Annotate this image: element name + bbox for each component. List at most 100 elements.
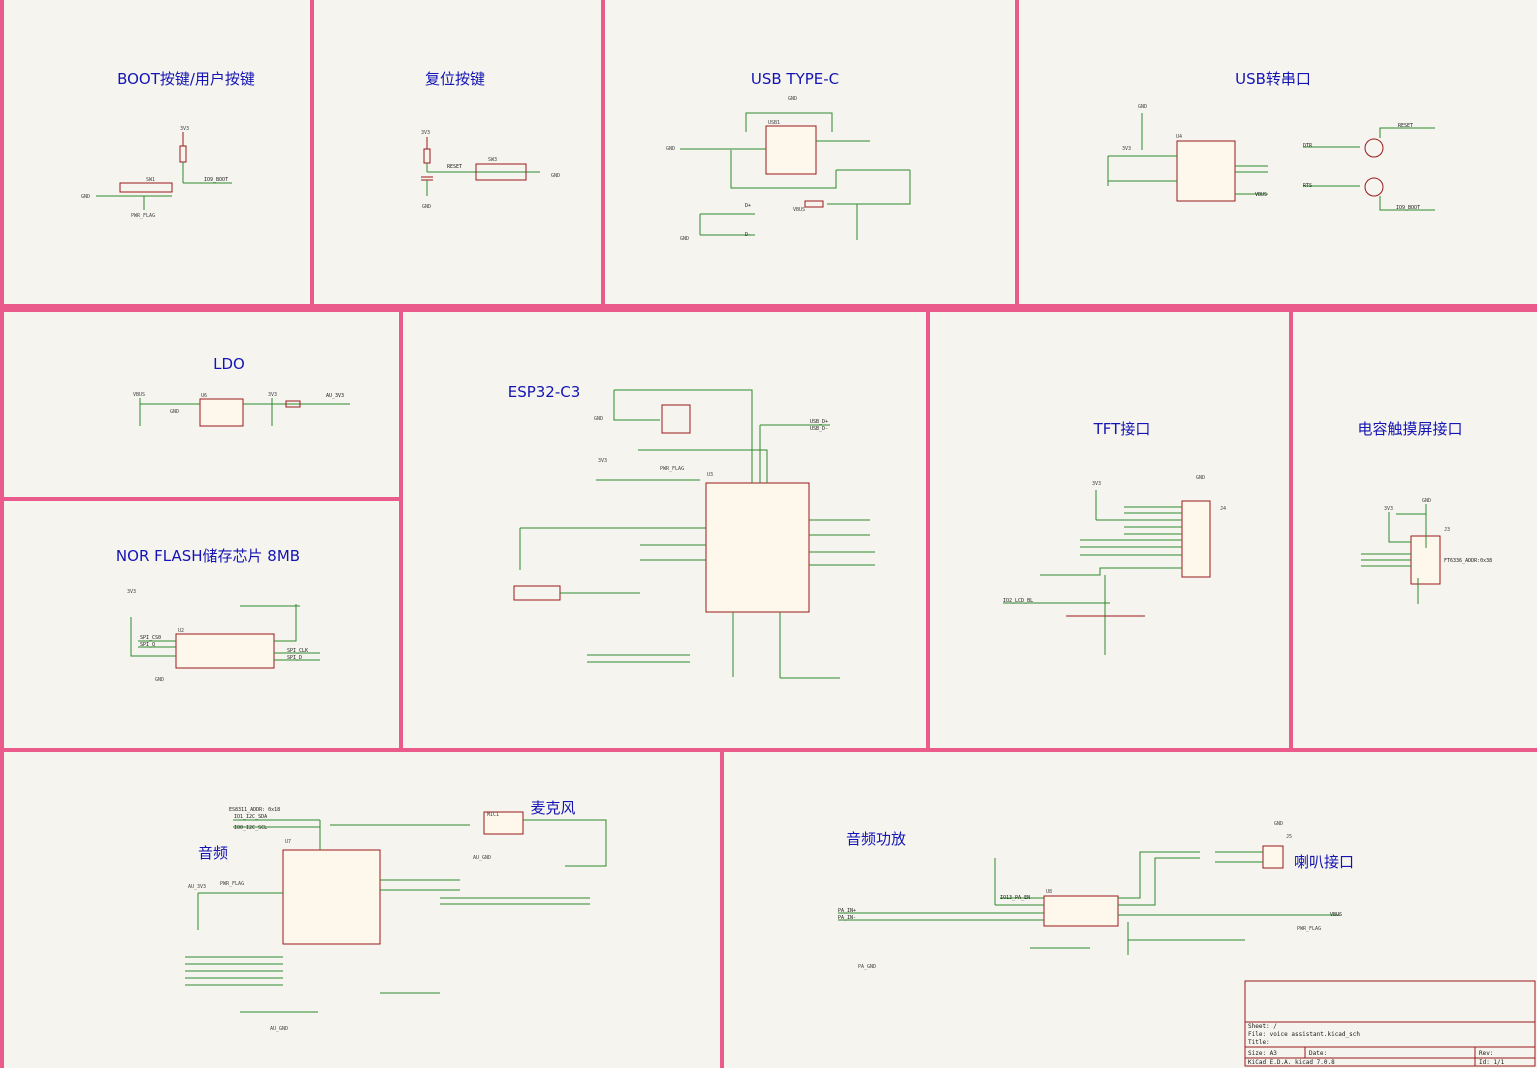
reset-3v3-label: 3V3: [421, 130, 430, 136]
amp-circuit: PA_GND PA_IN+ PA_IN- U8 IO13_PA_EN VBUS …: [838, 821, 1342, 970]
ldo-au3v3-label: AU_3V3: [326, 393, 344, 399]
usbc-gnd2-label: GND: [666, 146, 675, 152]
touch-conn-label: J3: [1444, 527, 1450, 533]
reset-net-label: RESET: [447, 164, 462, 170]
mic-chip-label: MIC1: [487, 812, 499, 818]
tft-circuit: 3V3 GND J4 IO2_LCD_BL: [1003, 475, 1226, 655]
title-audio: 音频: [198, 844, 228, 862]
boot-io9-label: IO9_BOOT: [204, 177, 228, 183]
audio-sda-label: IO1_I2C_SDA: [234, 814, 267, 820]
crystal: [661, 404, 691, 434]
norflash-q-label: SPI_Q: [140, 642, 155, 648]
usbserial-io9-label: IO9_BOOT: [1396, 205, 1420, 211]
esp32-gnd-label: GND: [594, 416, 603, 422]
amp-gnd-label: PA_GND: [858, 964, 876, 970]
title-esp32: ESP32-C3: [508, 383, 581, 401]
usbserial-reset-label: RESET: [1398, 123, 1413, 129]
touch-3v3-label: 3V3: [1384, 506, 1393, 512]
ldo-vbus-label: VBUS: [133, 392, 145, 398]
ldo-gnd-label: GND: [170, 409, 179, 415]
esp32-3v3-label: 3V3: [598, 458, 607, 464]
norflash-3v3-label: 3V3: [127, 589, 136, 595]
tb-size: Size: A3: [1248, 1050, 1277, 1057]
usbserial-circuit: 3V3 GND RTS DTR RESET IO9_BOOT VBUS U4: [1107, 104, 1435, 211]
tb-rev: Rev:: [1479, 1050, 1493, 1057]
amp-chip-label: U8: [1046, 889, 1052, 895]
usbc-ref-label: USB1: [768, 120, 780, 126]
tft-gnd-label: GND: [1196, 475, 1205, 481]
ldo-chip-label: U6: [201, 393, 207, 399]
boot-resistor: [179, 145, 187, 163]
title-reset: 复位按键: [425, 70, 485, 88]
amp-vbus-label: VBUS: [1330, 912, 1342, 918]
reset-sw-label: SW3: [488, 157, 497, 163]
norflash-clk-label: SPI_CLK: [287, 648, 308, 654]
reset-gnd2-label: GND: [422, 204, 431, 210]
touch-circuit: 3V3 GND J3 FT6336_ADDR:0x38: [1361, 498, 1492, 604]
title-usbserial: USB转串口: [1235, 70, 1311, 88]
mic-gnd-label: AU_GND: [473, 855, 491, 861]
audio-chip-label: U7: [285, 839, 291, 845]
esp32-circuit: 3V3 GND USB_D+ USB_D- U3 PWR_FLAG: [513, 389, 875, 679]
usb-connector: [765, 125, 817, 175]
usbserial-gnd-label: GND: [1138, 104, 1147, 110]
tb-date: Date:: [1309, 1050, 1327, 1057]
boot-circuit: 3V3 IO9_BOOT GND SW1 PWR_FLAG: [81, 126, 232, 219]
norflash-gnd-label: GND: [155, 677, 164, 683]
ldo-chip: [199, 398, 244, 427]
usbc-gnd-label: GND: [788, 96, 797, 102]
norflash-cs-label: SPI_CS0: [140, 635, 161, 641]
esp32-usbdm-label: USB_D-: [810, 426, 828, 432]
title-speaker: 喇叭接口: [1294, 853, 1354, 871]
amp-en-label: IO13_PA_EN: [1000, 895, 1030, 901]
usbserial-chip-label: U4: [1176, 134, 1182, 140]
tft-bl-label: IO2_LCD_BL: [1003, 598, 1033, 604]
boot-switch: [119, 182, 173, 193]
boot-sw-label: SW1: [146, 177, 155, 183]
reset-circuit: 3V3 RESET SW3 GND GND: [421, 130, 560, 210]
title-boot: BOOT按键/用户按键: [117, 70, 255, 88]
norflash-d-label: SPI_D: [287, 655, 302, 661]
norflash-chip: [175, 633, 275, 669]
amp-inp-label: PA_IN+: [838, 908, 856, 914]
tb-sheet: Sheet: /: [1248, 1023, 1277, 1030]
usbc-dm-label: D-: [745, 232, 751, 238]
esp32-usbdp-label: USB_D+: [810, 419, 828, 425]
title-ldo: LDO: [213, 355, 245, 373]
audio-3v3-label: AU_3V3: [188, 884, 206, 890]
usbc-circuit: GND USB1 VBUS D+ D- GND GND: [666, 96, 911, 242]
usbserial-vbus-label: VBUS: [1255, 192, 1267, 198]
usbc-gnd3-label: GND: [680, 236, 689, 242]
usbc-dp-label: D+: [745, 203, 751, 209]
esp32-flag-label: PWR_FLAG: [660, 466, 684, 472]
amp-flag-label: PWR_FLAG: [1297, 926, 1321, 932]
amp-inm-label: PA_IN-: [838, 915, 856, 921]
reset-resistor: [423, 148, 431, 164]
tb-id: Id: 1/1: [1479, 1059, 1505, 1066]
tft-conn-label: J4: [1220, 506, 1226, 512]
reset-switch: [475, 163, 527, 181]
reset-gnd-label: GND: [551, 173, 560, 179]
esp32-chip-label: U3: [707, 472, 713, 478]
ldo-3v3-label: 3V3: [268, 392, 277, 398]
boot-flag-label: PWR_FLAG: [131, 213, 155, 219]
usbserial-chip: [1176, 140, 1236, 202]
title-mic: 麦克风: [530, 799, 575, 817]
audio-flag-label: PWR_FLAG: [220, 881, 244, 887]
title-touch: 电容触摸屏接口: [1357, 420, 1462, 438]
audio-gnd-label: AU_GND: [270, 1026, 288, 1032]
tb-kicad: KiCad E.D.A. kicad 7.0.8: [1248, 1059, 1335, 1066]
usbc-vbus-label: VBUS: [793, 207, 805, 213]
norflash-chip-label: U2: [178, 628, 184, 634]
usbserial-dtr-label: DTR: [1303, 143, 1313, 149]
tb-title: Title:: [1248, 1039, 1270, 1046]
amp-chip: [1043, 895, 1119, 927]
touch-addr-label: FT6336_ADDR:0x38: [1444, 558, 1492, 564]
codec-chip: [282, 849, 381, 945]
esp32-aux-part: [513, 585, 561, 601]
audio-addr-label: ES8311_ADDR: 0x18: [229, 807, 280, 813]
title-norflash: NOR FLASH储存芯片 8MB: [116, 547, 300, 565]
norflash-circuit: 3V3 GND U2 SPI_CS0 SPI_Q SPI_CLK SPI_D: [127, 589, 320, 683]
